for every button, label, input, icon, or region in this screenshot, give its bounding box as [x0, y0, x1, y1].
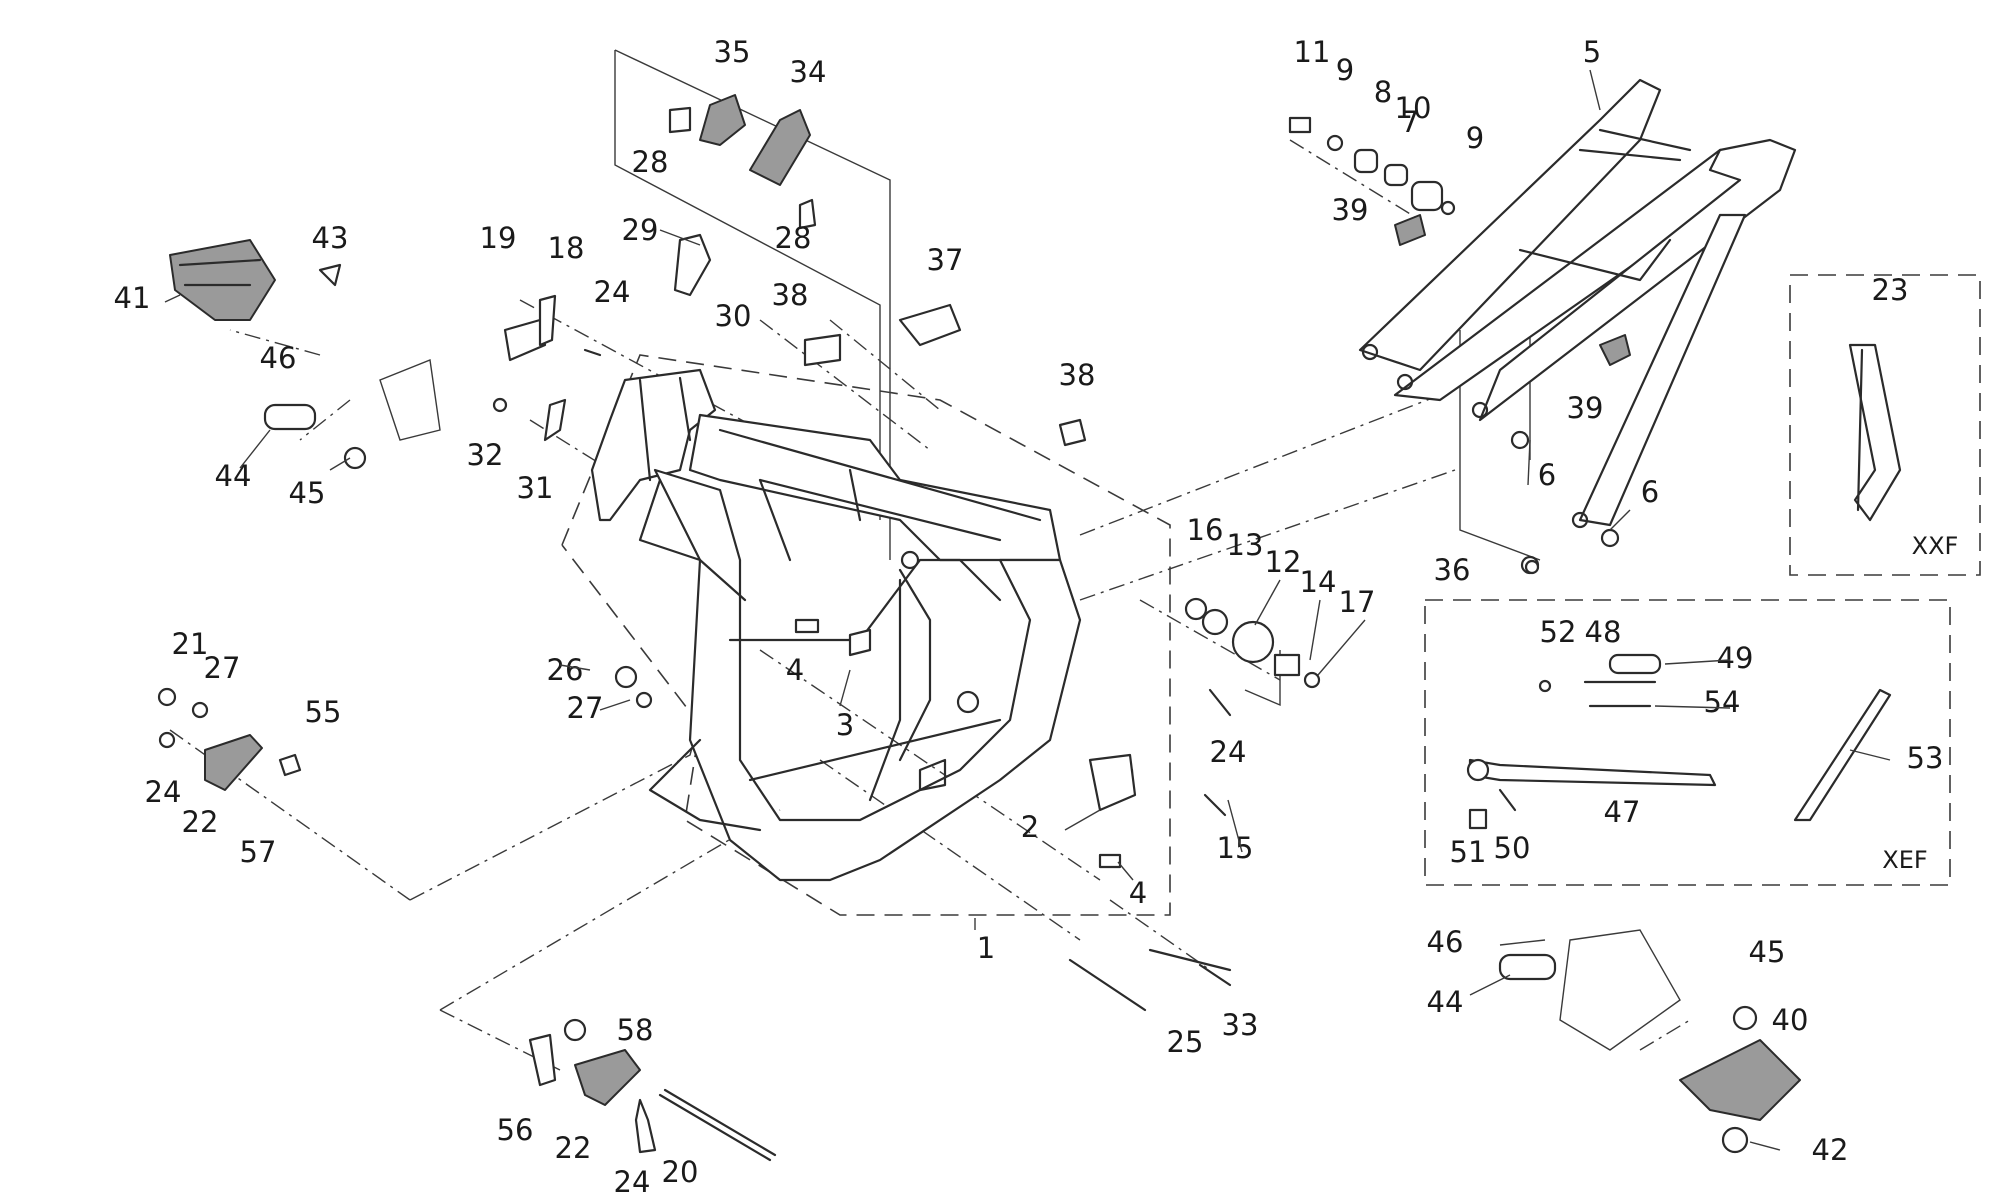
callout-label: 35 — [714, 35, 751, 69]
callout-leaders — [164, 69, 1891, 1151]
callout-labels: 1 2 3 4 4 5 6 6 7 8 9 9 10 11 12 13 14 1… — [114, 35, 1944, 1198]
callout-label: 6 — [1538, 458, 1556, 492]
engine-mount-lower — [528, 1018, 777, 1162]
callout-label: 51 — [1450, 835, 1487, 869]
callout-label: 39 — [1332, 193, 1369, 227]
callout-label: 58 — [617, 1013, 654, 1047]
callout-label: 33 — [1222, 1008, 1259, 1042]
callout-label: 30 — [715, 299, 752, 333]
callout-label: 48 — [1585, 615, 1622, 649]
callout-label: 18 — [548, 231, 585, 265]
callout-label: 24 — [1210, 735, 1247, 769]
callout-label: 42 — [1812, 1133, 1849, 1167]
callout-label: 13 — [1227, 528, 1264, 562]
callout-label: 38 — [1059, 358, 1096, 392]
stand-xxf — [1848, 343, 1902, 522]
callout-label: 24 — [614, 1165, 651, 1198]
callout-label: 14 — [1300, 565, 1337, 599]
callout-label: 38 — [772, 278, 809, 312]
callout-label: 44 — [1427, 985, 1464, 1019]
callout-label: 49 — [1717, 641, 1754, 675]
callout-label: 53 — [1907, 741, 1944, 775]
callout-label: 1 — [977, 931, 995, 965]
callout-label: 9 — [1336, 53, 1354, 87]
callout-label: 24 — [594, 275, 631, 309]
side-stand-kit — [1466, 653, 1892, 830]
callout-label: 25 — [1167, 1025, 1204, 1059]
callout-label: 3 — [836, 708, 854, 742]
callout-label: 21 — [172, 627, 209, 661]
callout-label: 41 — [114, 281, 151, 315]
callout-label: 9 — [1466, 121, 1484, 155]
callout-label: 4 — [1129, 876, 1147, 910]
callout-label: 7 — [1401, 105, 1419, 139]
callout-label: 22 — [182, 805, 219, 839]
variant-label-xxf: XXF — [1912, 532, 1959, 560]
callout-label: 37 — [927, 243, 964, 277]
callout-label: 43 — [312, 221, 349, 255]
callout-label: 45 — [289, 476, 326, 510]
callout-label: 31 — [517, 471, 554, 505]
callout-label: 23 — [1872, 273, 1909, 307]
callout-label: 52 — [1540, 615, 1577, 649]
callout-label: 15 — [1217, 831, 1254, 865]
callout-label: 22 — [555, 1131, 592, 1165]
callout-label: 28 — [632, 145, 669, 179]
variant-label-xef: XEF — [1882, 846, 1927, 874]
callout-label: 47 — [1604, 795, 1641, 829]
callout-label: 2 — [1021, 810, 1039, 844]
callout-label: 5 — [1583, 35, 1601, 69]
callout-label: 6 — [1641, 475, 1659, 509]
callout-label: 11 — [1294, 35, 1331, 69]
callout-label: 10 — [1395, 91, 1432, 125]
callout-label: 12 — [1265, 545, 1302, 579]
swingarm-pivot-hardware — [1068, 597, 1321, 1012]
engine-mount-left — [157, 687, 302, 791]
callout-label: 29 — [622, 213, 659, 247]
variant-labels: XXF XEF — [1882, 532, 1958, 874]
footpeg-left — [169, 239, 441, 470]
callout-label: 27 — [567, 691, 604, 725]
callout-label: 57 — [240, 835, 277, 869]
callout-label: 32 — [467, 438, 504, 472]
upper-brackets — [668, 94, 1087, 447]
cable-guides — [492, 294, 602, 442]
callout-label: 55 — [305, 695, 342, 729]
rear-subframe — [1358, 78, 1797, 529]
misc-hardware — [614, 559, 1540, 987]
callout-label: 8 — [1374, 75, 1392, 109]
callout-label: 19 — [480, 221, 517, 255]
callout-label: 39 — [1567, 391, 1604, 425]
callout-label: 45 — [1749, 935, 1786, 969]
callout-label: 46 — [1427, 925, 1464, 959]
callout-label: 54 — [1704, 685, 1741, 719]
callout-label: 26 — [547, 653, 584, 687]
main-frame — [590, 368, 1082, 882]
callout-label: 24 — [145, 775, 182, 809]
callout-label: 17 — [1339, 585, 1376, 619]
callout-label: 27 — [204, 651, 241, 685]
callout-label: 34 — [790, 55, 827, 89]
callout-label: 56 — [497, 1113, 534, 1147]
callout-label: 20 — [662, 1155, 699, 1189]
callout-label: 44 — [215, 459, 252, 493]
footpeg-right — [1498, 929, 1801, 1154]
callout-label: 50 — [1494, 831, 1531, 865]
callout-label: 16 — [1187, 513, 1224, 547]
callout-label: 46 — [260, 341, 297, 375]
callout-label: 40 — [1772, 1003, 1809, 1037]
shock-mount-hardware — [1288, 116, 1631, 575]
callout-label: 28 — [775, 221, 812, 255]
assembly-lines — [169, 139, 1691, 1071]
grouping-boxes — [561, 49, 1981, 930]
callout-label: 36 — [1434, 553, 1471, 587]
callout-label: 4 — [786, 653, 804, 687]
